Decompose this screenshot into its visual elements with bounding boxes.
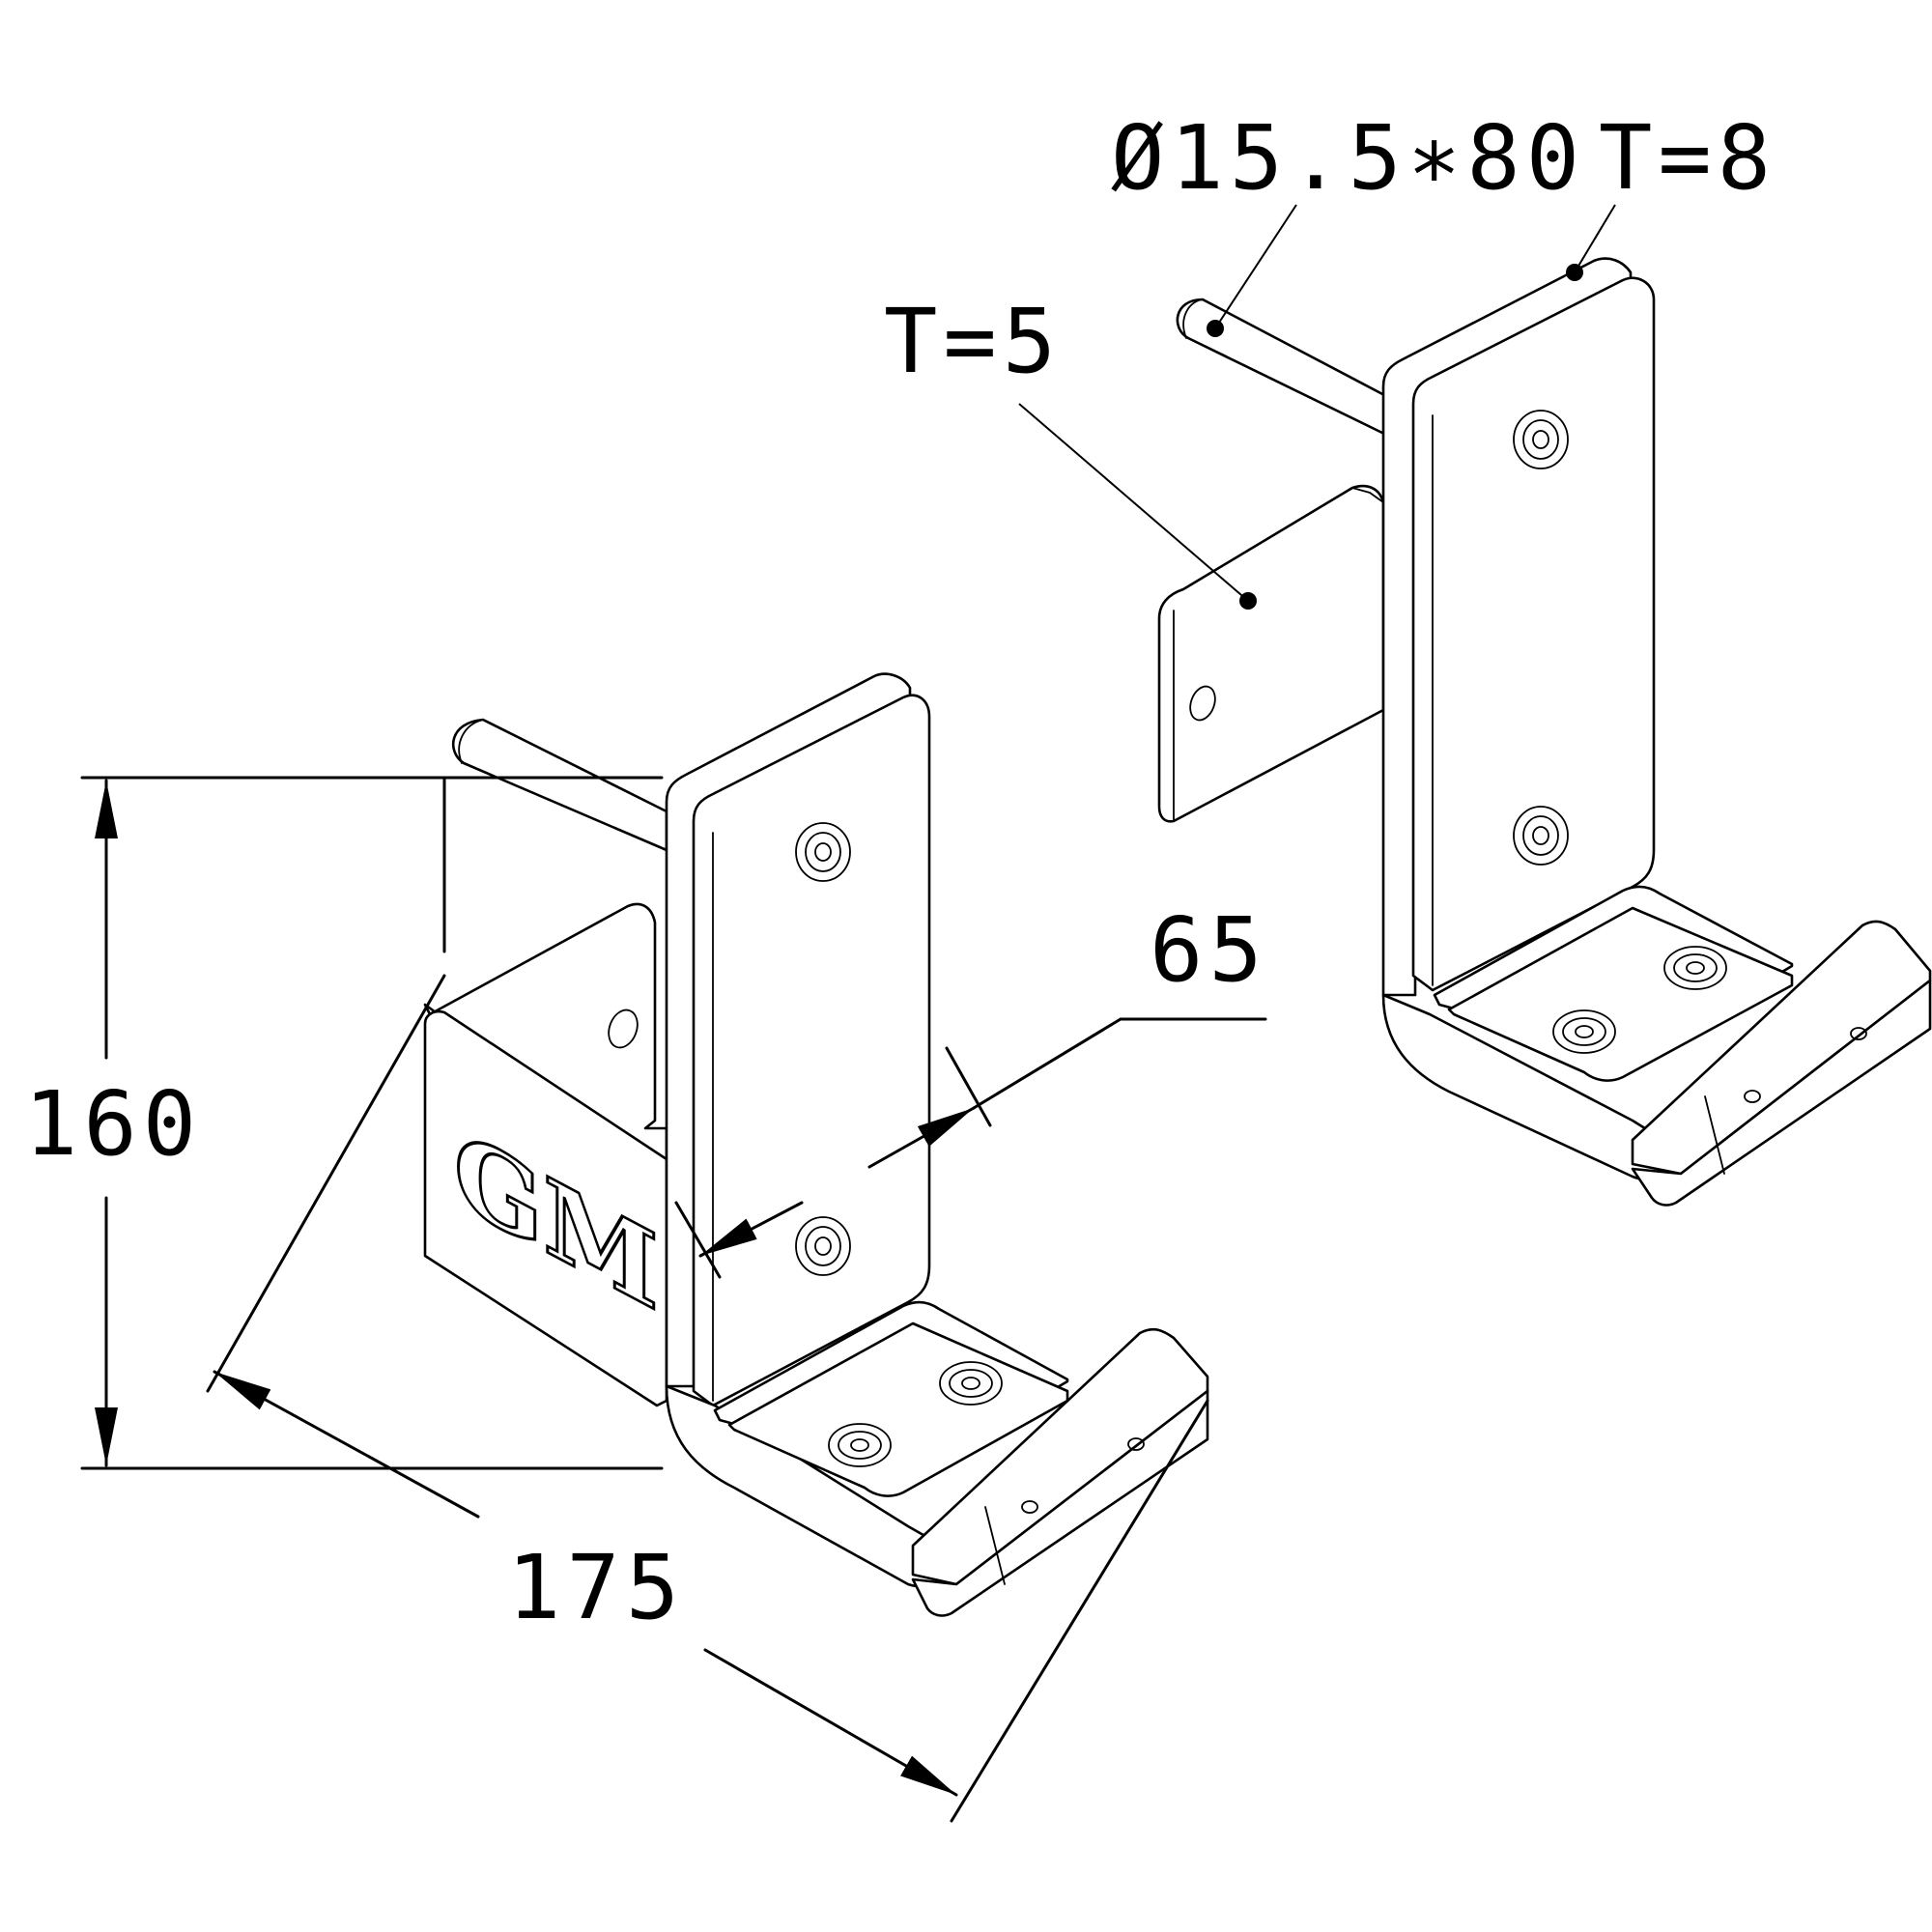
callout-pin-label: Ø15.5∗80 bbox=[1111, 106, 1585, 210]
screw-lower-left bbox=[795, 1216, 851, 1276]
screw-base-b-right bbox=[1663, 946, 1727, 990]
screw-upper-left bbox=[795, 822, 851, 882]
dimension-height: 160 bbox=[24, 776, 664, 1470]
callout-tab-label: T=5 bbox=[884, 290, 1062, 393]
screw-base-a-left bbox=[828, 1423, 892, 1467]
bracket-left: GM bbox=[423, 672, 1209, 1617]
logo-tab: GM bbox=[423, 902, 668, 1407]
dimension-height-label: 160 bbox=[24, 1072, 202, 1176]
bracket-right bbox=[1157, 257, 1932, 1207]
pin-left bbox=[451, 718, 668, 852]
dimension-depth: 65 bbox=[674, 898, 1268, 1279]
callout-tab-thickness: T=5 bbox=[884, 290, 1257, 610]
dimension-width-label: 175 bbox=[507, 1536, 685, 1639]
pin-right bbox=[1176, 298, 1388, 437]
base-right bbox=[1381, 885, 1932, 1207]
vertical-plate-right bbox=[1381, 257, 1656, 997]
dimension-depth-label: 65 bbox=[1150, 898, 1268, 1002]
screw-upper-right bbox=[1513, 410, 1569, 469]
base-left bbox=[665, 1300, 1209, 1617]
callout-pin: Ø15.5∗80 bbox=[1111, 106, 1585, 337]
tab-right bbox=[1157, 484, 1385, 823]
vertical-plate-left bbox=[665, 672, 931, 1407]
screw-base-a-right bbox=[1552, 1009, 1616, 1054]
dimension-width: 175 bbox=[206, 776, 1209, 1823]
callout-top-plate-label: T=8 bbox=[1599, 106, 1776, 210]
callout-top-plate-thickness: T=8 bbox=[1566, 106, 1776, 281]
screw-base-b-left bbox=[939, 1361, 1003, 1406]
screw-lower-right bbox=[1513, 806, 1569, 866]
